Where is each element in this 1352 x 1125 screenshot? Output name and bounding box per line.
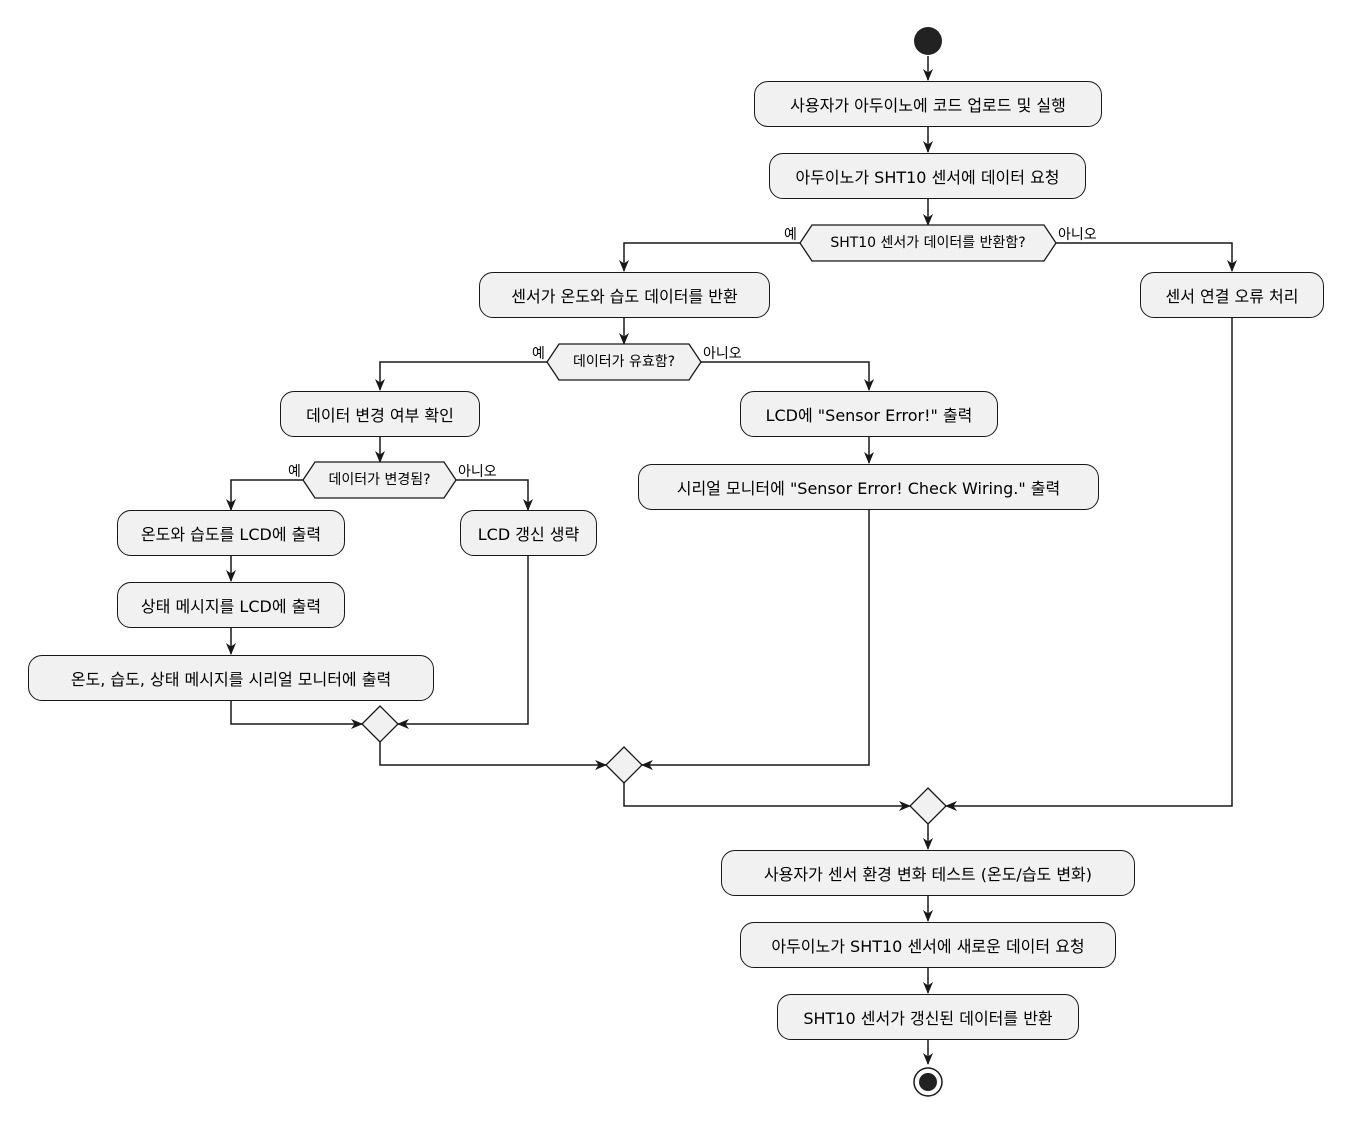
decision-d1-yes-label: 예 [784, 227, 797, 243]
edge-serialerr-merge2 [641, 509, 870, 770]
decision-d2-shape [546, 343, 702, 381]
edge-merge1-merge2 [379, 742, 607, 770]
edge-skip-merge1 [397, 556, 529, 729]
decision-d3-no-label: 아니오 [458, 464, 497, 480]
merge-diamond-1 [361, 705, 399, 743]
activity-sensor-updated: SHT10 센서가 갱신된 데이터를 반환 [777, 994, 1079, 1040]
start-node [914, 27, 942, 55]
decision-d3-yes-label: 예 [288, 464, 301, 480]
edge-serial-merge1 [230, 700, 363, 729]
activity-skip-lcd: LCD 갱신 생략 [460, 510, 597, 556]
activity-lcd-temp-hum: 온도와 습도를 LCD에 출력 [117, 510, 345, 556]
activity-upload: 사용자가 아두이노에 코드 업로드 및 실행 [754, 81, 1102, 127]
decision-d1-question: SHT10 센서가 데이터를 반환함? [830, 235, 1026, 251]
activity-serial-all: 온도, 습도, 상태 메시지를 시리얼 모니터에 출력 [28, 655, 434, 701]
edge-merge2-merge3 [623, 783, 911, 811]
decision-d2-yes-label: 예 [532, 346, 545, 362]
edge-d3-yes [226, 479, 303, 511]
activity-request-new: 아두이노가 SHT10 센서에 새로운 데이터 요청 [740, 922, 1116, 968]
edge-d1-no [1056, 242, 1237, 272]
decision-d3-shape [302, 461, 457, 499]
edge-d2-no [701, 361, 874, 391]
merge-diamond-2 [605, 746, 643, 784]
decision-d2-question: 데이터가 유효함? [572, 354, 676, 370]
activity-serial-error: 시리얼 모니터에 "Sensor Error! Check Wiring." 출… [638, 464, 1099, 510]
edge-senserr-merge3 [945, 318, 1233, 811]
edge-d3-no [456, 479, 533, 511]
activity-lcd-status: 상태 메시지를 LCD에 출력 [117, 582, 345, 628]
decision-d3-question: 데이터가 변경됨? [328, 472, 431, 488]
edge-d2-yes [375, 361, 547, 391]
activity-request: 아두이노가 SHT10 센서에 데이터 요청 [769, 153, 1086, 199]
activity-check-change: 데이터 변경 여부 확인 [280, 391, 480, 437]
decision-d1-no-label: 아니오 [1058, 227, 1097, 243]
decision-d2-no-label: 아니오 [703, 346, 742, 362]
edge-d1-yes [619, 242, 800, 272]
decision-d1-shape [799, 224, 1057, 262]
activity-env-test: 사용자가 센서 환경 변화 테스트 (온도/습도 변화) [721, 850, 1135, 896]
activity-lcd-error: LCD에 "Sensor Error!" 출력 [740, 391, 998, 437]
activity-sensor-return: 센서가 온도와 습도 데이터를 반환 [479, 272, 770, 318]
end-node-inner [919, 1073, 937, 1091]
activity-sensor-error: 센서 연결 오류 처리 [1140, 272, 1324, 318]
merge-diamond-3 [909, 787, 947, 825]
